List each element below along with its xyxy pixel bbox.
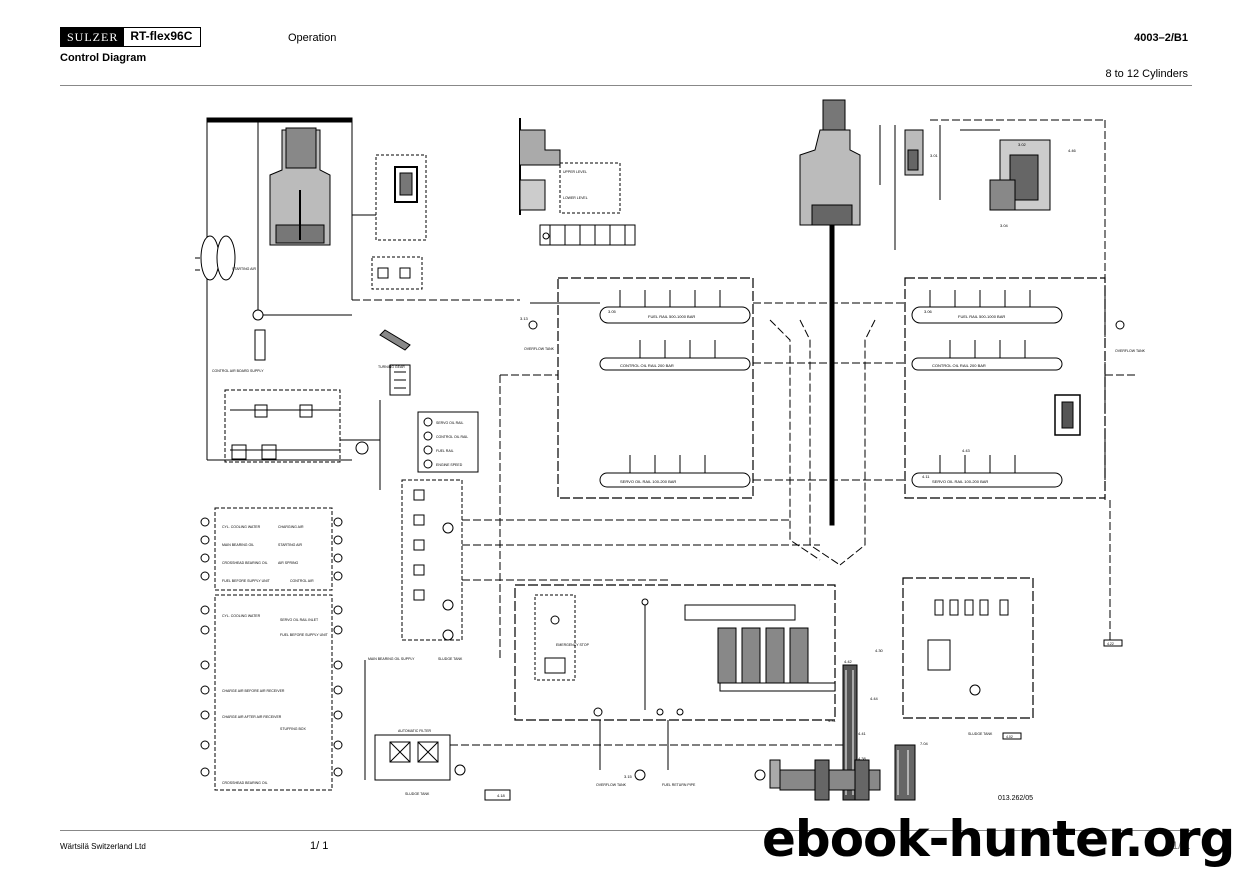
panel2-item-7: CROSSHEAD BEARING OIL (222, 781, 268, 785)
auto-filter-label: AUTOMATIC FILTER (398, 729, 432, 733)
section-label: Operation (288, 32, 337, 44)
ref-4-42: 4.42 (844, 659, 853, 664)
rail-unit-right: FUEL RAIL 500-1000 BAR CONTROL OIL RAIL … (904, 277, 1146, 499)
servo-rail-right-label: SERVO OIL RAIL 100-200 BAR (932, 479, 988, 484)
watermark: ebook-hunter.org (762, 810, 1235, 868)
cylinders-label: 8 to 12 Cylinders (1105, 68, 1188, 80)
ref-4-41: 4.41 (858, 731, 867, 736)
gauge-servo-oil: SERVO OIL RAIL (436, 421, 463, 425)
instrument-panel-2: CYL. COOLING WATER SERVO OIL RAIL INLET … (200, 594, 343, 791)
panel1-item-5: CROSSHEAD BEARING OIL (222, 561, 268, 565)
panel1-item-1: CYL. COOLING WATER (222, 525, 261, 529)
gauge-control-oil: CONTROL OIL RAIL (436, 435, 468, 439)
exhaust-valve-section (799, 99, 1106, 526)
panel1-item-2: CHARGING AIR (278, 525, 304, 529)
footer-rule (60, 830, 1192, 831)
valve-stack: SLUDGE TANK MAIN BEARING OIL SUPPLY (364, 479, 820, 780)
panel2-item-4: CHARGE AIR BEFORE AIR RECEIVER (222, 689, 285, 693)
panel2-item-6: STUFFING BOX (280, 727, 307, 731)
ref-4-46: 4.46 (1068, 148, 1077, 153)
page-number: 1/ 1 (310, 840, 329, 852)
emergency-stop-label: EMERGENCY STOP (556, 643, 590, 647)
page-title: Control Diagram (60, 52, 147, 64)
logo-model: RT-flex96C (130, 29, 193, 43)
ref-4-38: 4.38 (858, 756, 867, 761)
panel1-item-3: MAIN BEARING OIL (222, 543, 254, 547)
rail-unit-left: FUEL RAIL 500-1000 BAR CONTROL OIL RAIL … (524, 277, 754, 499)
sulzer-logo: SULZER RT-flex96C (60, 27, 202, 47)
control-box-right: SLUDGE TANK 4.02 4.22 (902, 577, 1123, 740)
turning-gear-label: TURNING GEAR (378, 365, 405, 369)
ref-4-18: 4.18 (497, 793, 506, 798)
header-rule (60, 85, 1192, 86)
control-rail-right-label: CONTROL OIL RAIL 200 BAR (932, 363, 986, 368)
sludge-tank-1: SLUDGE TANK (438, 657, 463, 661)
panel2-item-2: SERVO OIL RAIL INLET (280, 618, 319, 622)
fuel-return-label: FUEL RETURN PIPE (662, 783, 696, 787)
panel1-item-6: AIR SPRING (278, 561, 299, 565)
ref-4-11: 4.11 (922, 474, 930, 479)
ref-4-43: 4.43 (962, 448, 971, 453)
ref-4-44: 4.44 (870, 696, 879, 701)
ref-3-04: 3.04 (1000, 223, 1009, 228)
gauge-engine-speed: ENGINE SPEED (436, 463, 463, 467)
lower-level-label: LOWER LEVEL (563, 196, 588, 200)
supply-unit: EMERGENCY STOP OVERFLOW TANK 3.15 FUEL R… (514, 584, 836, 787)
gauges-panel: SERVO OIL RAIL CONTROL OIL RAIL FUEL RAI… (417, 411, 479, 473)
panel1-item-8: CONTROL AIR (290, 579, 314, 583)
panel1-item-4: STARTING AIR (278, 543, 302, 547)
panel2-item-1: CYL. COOLING WATER (222, 614, 261, 618)
overflow-tank-bottom: OVERFLOW TANK (596, 783, 627, 787)
control-rail-left-label: CONTROL OIL RAIL 200 BAR (620, 363, 674, 368)
overflow-tank-left: OVERFLOW TANK (524, 347, 555, 351)
panel2-item-3: FUEL BEFORE SUPPLY UNIT (280, 633, 329, 637)
instrument-panel-1: CYL. COOLING WATER CHARGING AIR MAIN BEA… (200, 507, 343, 591)
automatic-filter: AUTOMATIC FILTER SLUDGE TANK (374, 729, 850, 801)
ref-4-30: 4.30 (875, 648, 884, 653)
panel1-item-7: FUEL BEFORE SUPPLY UNIT (222, 579, 271, 583)
starting-air-section: STARTING AIR CONTROL AIR BOARD SUPPLY TU… (195, 117, 427, 490)
gauge-fuel-rail: FUEL RAIL (436, 449, 454, 453)
starting-air-label: STARTING AIR (232, 267, 256, 271)
doc-code: 4003–2/B1 (1134, 32, 1188, 44)
upper-level-label: UPPER LEVEL (563, 170, 587, 174)
crankshaft-gears: 4.31 4.38 4.41 4.42 4.44 4.30 7.04 (754, 648, 929, 801)
company-name: Wärtsilä Switzerland Ltd (60, 842, 146, 851)
ref-3-01: 3.01 (930, 153, 939, 158)
servo-rail-left-label: SERVO OIL RAIL 100-200 BAR (620, 479, 676, 484)
ref-4-02: 4.02 (1006, 735, 1013, 739)
fuel-rail-left-label: FUEL RAIL 500-1000 BAR (648, 314, 695, 319)
sludge-tank-2: SLUDGE TANK (405, 792, 430, 796)
panel2-item-5: CHARGE AIR AFTER AIR RECEIVER (222, 715, 282, 719)
level-tank: UPPER LEVEL LOWER LEVEL (519, 118, 636, 246)
ref-3-15: 3.15 (624, 774, 633, 779)
ref-3-13: 3.13 (520, 316, 529, 321)
ref-4-31: 4.31 (828, 718, 837, 723)
reference-labels: 3.06 3.05 3.13 4.11 4.43 3.04 3.02 3.01 … (497, 142, 1077, 798)
ref-4-22: 4.22 (1107, 642, 1114, 646)
page-number-right: 1/ 1 (1172, 840, 1191, 852)
control-air-label: CONTROL AIR BOARD SUPPLY (212, 369, 264, 373)
logo-brand: SULZER (61, 28, 125, 46)
ref-3-02: 3.02 (1018, 142, 1027, 147)
drawing-number: 013.262/05 (998, 795, 1034, 802)
ref-3-05: 3.05 (608, 309, 617, 314)
fuel-rail-right-label: FUEL RAIL 500-1000 BAR (958, 314, 1005, 319)
connecting-pipes (352, 299, 1135, 660)
ref-7-04: 7.04 (920, 741, 929, 746)
sludge-tank-3: SLUDGE TANK (968, 732, 993, 736)
overflow-tank-right: OVERFLOW TANK (1115, 349, 1146, 353)
main-bearing-label: MAIN BEARING OIL SUPPLY (368, 657, 415, 661)
ref-3-06: 3.06 (924, 309, 933, 314)
